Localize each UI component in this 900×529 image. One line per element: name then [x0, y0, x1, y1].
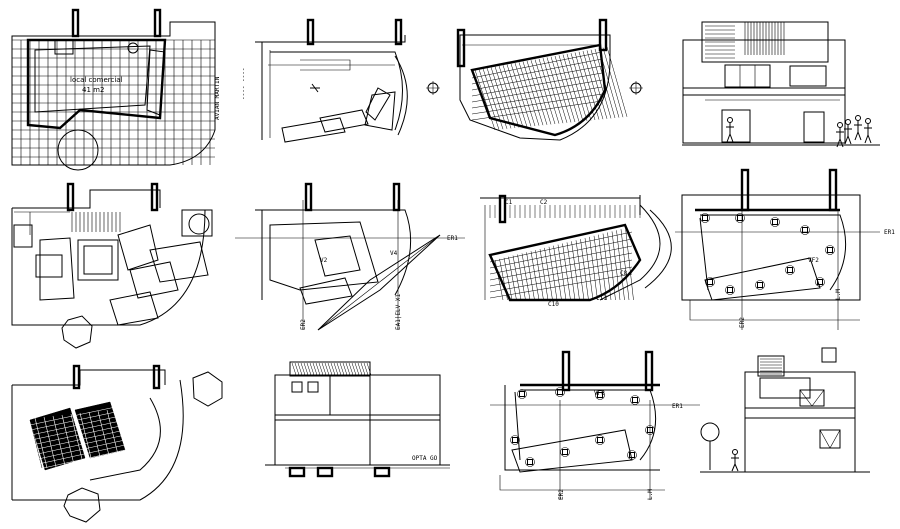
roof-tile-patch	[29, 401, 129, 471]
tag-er2-h: ER2	[739, 317, 746, 328]
tag-ea: EA1|ELV X1	[395, 293, 402, 330]
plan-structural-2: ER1 ER2 L.M VF8	[490, 350, 700, 500]
floor-tile-grid	[11, 39, 215, 165]
plan-tiled-shop-floor: local comercial 41 m2 AVIAN MARTIN	[11, 8, 221, 171]
svg-text:---- ----: ---- ----	[240, 67, 247, 100]
shop-label: local comercial	[70, 76, 123, 84]
elevation-front	[682, 21, 880, 148]
scale-figures	[726, 115, 872, 148]
side-louvres	[760, 358, 782, 375]
tag-er1-k: ER1	[672, 403, 683, 410]
tag-er1: ER1	[447, 235, 458, 242]
tag-er2: ER2	[300, 319, 307, 330]
area-label: 41 m2	[82, 86, 104, 94]
tag-c1: C1	[505, 199, 513, 206]
structural-nodes-2	[510, 387, 655, 467]
tag-c8: C8	[620, 270, 628, 277]
plan-dimensioned-1: ER1 ER2 EA1|ELV X1 V2 V4	[235, 182, 465, 331]
roof-section-hatching	[291, 362, 372, 376]
plan-roof-tiles	[11, 364, 223, 523]
structural-nodes	[700, 213, 835, 295]
plan-furnished	[11, 182, 213, 349]
plan-hatched-structure: C8 C11 C10 C1 C2	[480, 194, 672, 308]
tag-er2-k: ER2	[558, 489, 565, 500]
tag-c2: C2	[540, 199, 548, 206]
section-note: OPTA GO	[412, 455, 438, 462]
plan-hatched-roof	[426, 18, 643, 141]
tag-lm-k: L.M	[647, 489, 654, 500]
elevation-side	[700, 347, 870, 473]
section-building: OPTA GO	[265, 361, 450, 478]
scale-figures-side	[731, 449, 739, 472]
tag-c10: C10	[548, 301, 559, 308]
side-label: AVIAN MARTIN	[214, 76, 221, 120]
tag-lm-h: L.M	[835, 289, 842, 300]
plan-structural-1: ER1 ER2 L.M VF2	[675, 168, 895, 330]
stair-treads	[71, 212, 121, 232]
tag-v2: V2	[320, 257, 328, 264]
louvre-slats	[705, 22, 785, 59]
tag-er1-h: ER1	[884, 229, 895, 236]
tag-c11: C11	[596, 295, 607, 302]
tag-v4: V4	[390, 250, 398, 257]
tag-vf-k: VF8	[594, 390, 605, 397]
tag-vf-h: VF2	[808, 257, 819, 264]
plan-outline-shop: ---- ----	[240, 18, 408, 143]
